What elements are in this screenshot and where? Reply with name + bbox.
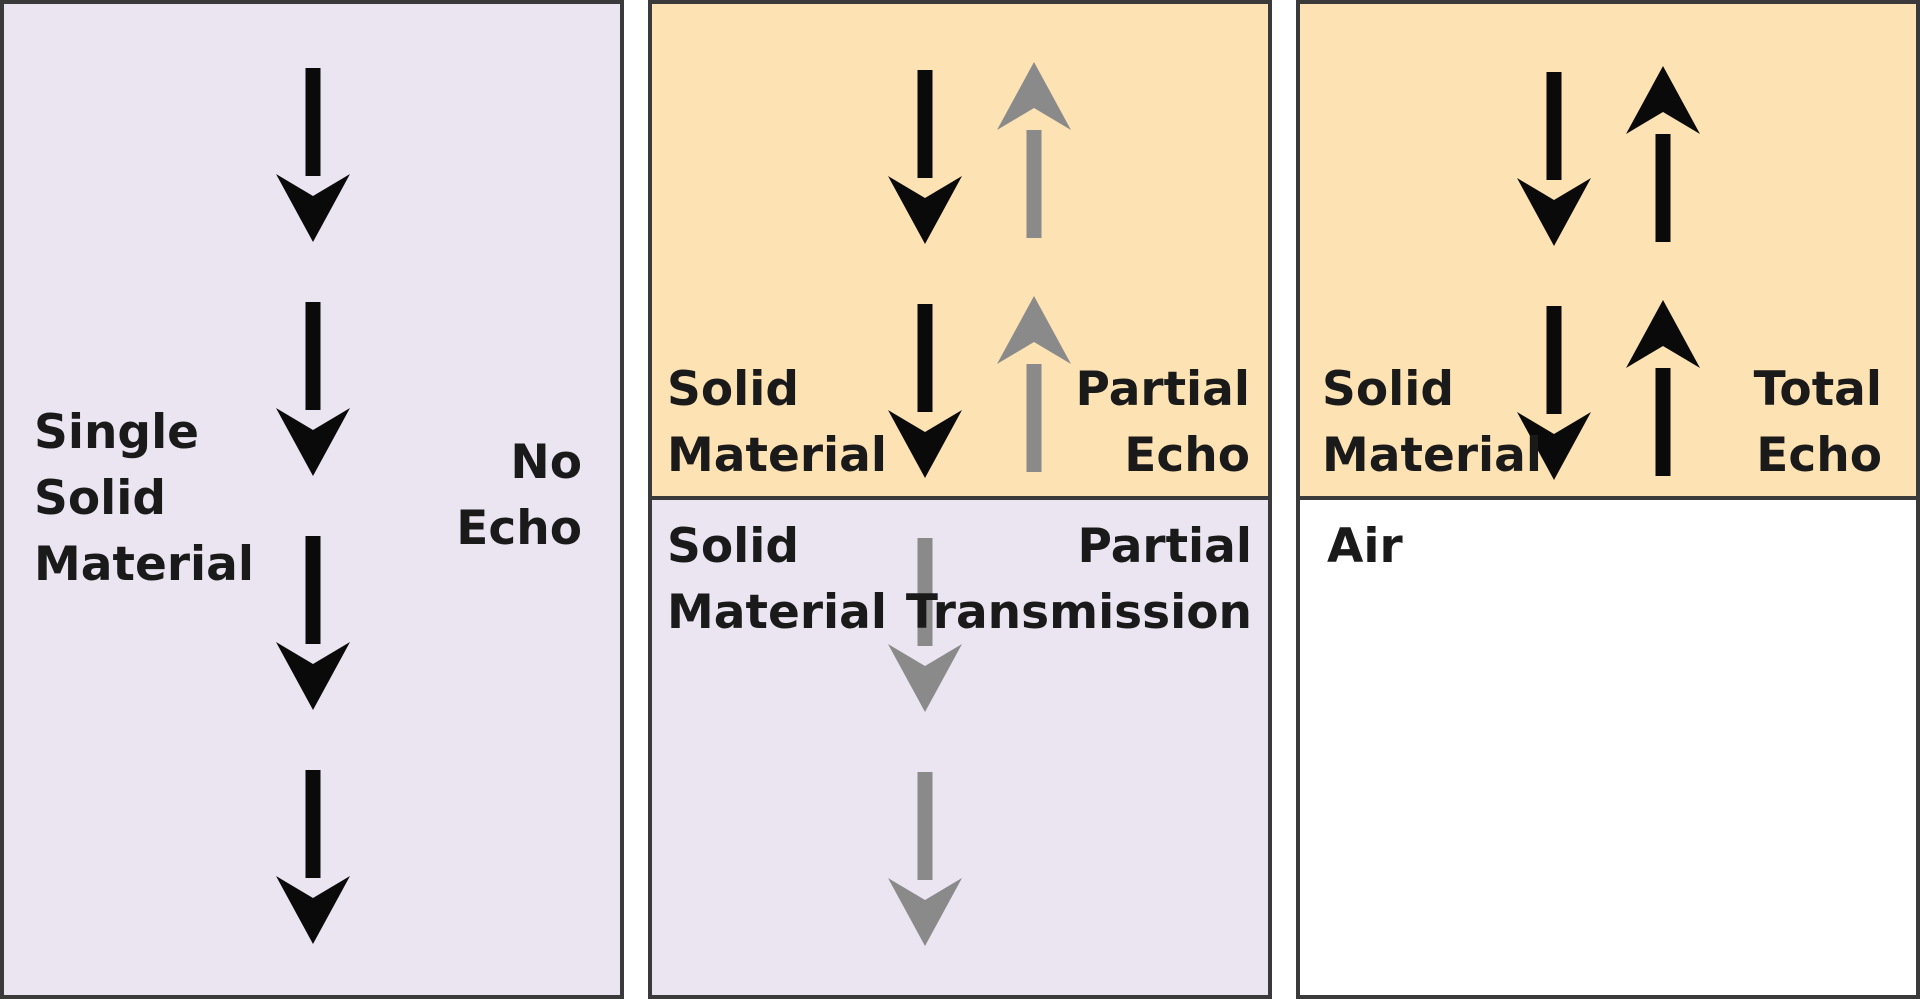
arrow-down-black-icon (888, 70, 962, 244)
arrow-down-black-icon (888, 304, 962, 478)
arrow-down-black-icon (276, 68, 350, 242)
arrow-down-black-icon (1517, 72, 1591, 246)
arrow-down-gray-icon (888, 772, 962, 946)
label-total-echo: Total Echo (1753, 362, 1882, 483)
label-top-solid-material: Solid Material (667, 362, 887, 483)
label-partial-echo: Partial Echo (1075, 362, 1250, 483)
panel-partial-echo-top-region (648, 0, 1272, 498)
arrow-up-gray-icon (997, 62, 1071, 238)
arrow-up-black-icon (1626, 66, 1700, 242)
arrow-down-black-icon (276, 770, 350, 944)
arrow-down-gray-icon (888, 538, 962, 712)
arrow-down-black-icon (1517, 306, 1591, 480)
arrow-up-gray-icon (997, 296, 1071, 472)
arrow-up-black-icon (1626, 300, 1700, 476)
label-top-solid-material: Solid Material (1322, 362, 1542, 483)
panel-partial-transmission-bottom-region (648, 498, 1272, 999)
arrow-down-black-icon (276, 302, 350, 476)
panel-air-bottom-region (1296, 498, 1920, 999)
label-partial-transmission: Partial Transmission (905, 519, 1252, 640)
label-air: Air (1327, 519, 1403, 574)
label-no-echo: No Echo (456, 435, 582, 556)
label-single-solid-material: Single Solid Material (34, 405, 254, 592)
label-bottom-solid-material: Solid Material (667, 519, 887, 640)
panel-total-echo-top-region (1296, 0, 1920, 498)
arrow-down-black-icon (276, 536, 350, 710)
